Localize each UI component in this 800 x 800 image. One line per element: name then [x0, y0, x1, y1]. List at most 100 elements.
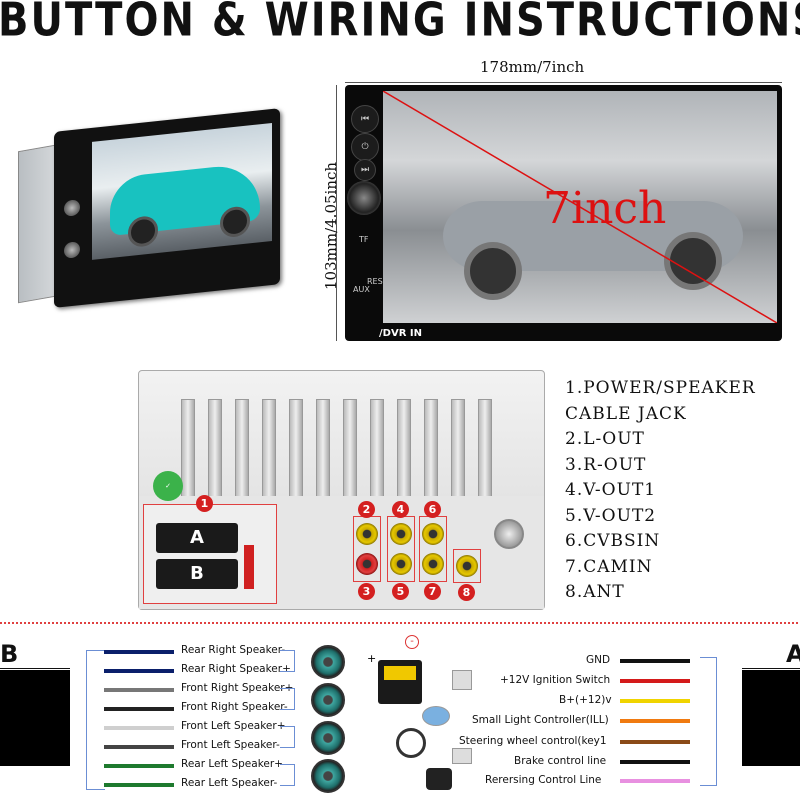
- port-badge-4: 4: [392, 501, 409, 518]
- legend-item: 2.L-OUT: [565, 429, 645, 449]
- section-divider: [0, 622, 800, 624]
- stereo-back-panel: ✓ A B 1 2 3 4 5 6 7 8: [138, 370, 545, 610]
- heatsink-fin: [478, 399, 492, 505]
- port-badge-8: 8: [458, 584, 475, 601]
- rca-port-camin: [422, 553, 444, 575]
- stereo-faceplate: [54, 108, 280, 308]
- next-track-icon: ⏭: [354, 159, 376, 181]
- wire-front-right-minus: [104, 707, 174, 711]
- small-volume-knob: [64, 199, 80, 217]
- volume-knob: [347, 181, 381, 215]
- speaker-bracket: [280, 726, 295, 748]
- wire-label: Rear Right Speaker+: [181, 663, 291, 675]
- speaker-icon: [311, 645, 345, 679]
- wire-label: Front Left Speaker-: [181, 739, 280, 751]
- brake-icon: [452, 748, 472, 764]
- legend-item: 3.R-OUT: [565, 454, 647, 475]
- port-badge-6: 6: [424, 501, 441, 518]
- connector-a: A: [156, 523, 238, 553]
- wire-label: Front Right Speaker-: [181, 701, 288, 713]
- heatsink-fin: [289, 399, 303, 505]
- width-dimension-line: [345, 82, 782, 83]
- wire-rear-left-minus: [104, 783, 174, 787]
- heatsink-fins: [181, 399, 501, 505]
- rca-port-v-out2: [390, 553, 412, 575]
- plug-a-connector: [742, 670, 800, 766]
- wire-reverse: [620, 779, 690, 783]
- port-badge-1: 1: [196, 495, 213, 512]
- page-title: BUTTON & WIRING INSTRUCTIONS: [0, 0, 800, 44]
- rca-group-6-7: [419, 516, 447, 582]
- height-dimension-line: [336, 85, 337, 341]
- heatsink-fin: [235, 399, 249, 505]
- plug-a-bracket: [700, 657, 717, 786]
- rca-port-l-out: [356, 523, 378, 545]
- wire-front-left-minus: [104, 745, 174, 749]
- legend-item: 1.POWER/SPEAKER: [565, 378, 756, 398]
- wire-steering: [620, 740, 690, 744]
- stereo-screen: [92, 122, 272, 260]
- wire-label: Steering wheel control(key1: [459, 735, 607, 747]
- speaker-icon: [311, 721, 345, 755]
- wire-front-right-plus: [104, 688, 174, 692]
- diagonal-line: [383, 91, 777, 323]
- legend-item: 5.V-OUT2: [565, 505, 657, 526]
- connector-b: B: [156, 559, 238, 589]
- steering-wheel-icon: [396, 728, 426, 758]
- rca-group-4-5: [387, 516, 415, 582]
- legend-item: 4.V-OUT1: [565, 480, 657, 500]
- reverse-camera-icon: [426, 768, 452, 790]
- width-label: 178mm/7inch: [480, 58, 585, 76]
- aux-label: AUX: [353, 285, 370, 294]
- wire-label: Rerersing Control Line: [485, 774, 602, 786]
- wire-ignition: [620, 679, 690, 683]
- wire-label: +12V Ignition Switch: [500, 674, 611, 686]
- wire-label: Rear Left Speaker+: [181, 758, 283, 770]
- heatsink-fin: [316, 399, 330, 505]
- legend-item: 6.CVBSIN: [565, 531, 661, 551]
- plug-b-bracket: [86, 650, 105, 790]
- iso-connector: A B: [143, 504, 277, 604]
- battery-minus: -: [405, 635, 419, 649]
- rca-port-r-out: [356, 553, 378, 575]
- heatsink-fin: [208, 399, 222, 505]
- port-badge-3: 3: [358, 583, 375, 600]
- plug-b-connector: [0, 670, 70, 766]
- port-badge-5: 5: [392, 583, 409, 600]
- heatsink-fin: [397, 399, 411, 505]
- stereo-front-small-image: [18, 108, 280, 310]
- wire-battery: [620, 699, 690, 703]
- wire-label: Rear Left Speaker-: [181, 777, 278, 789]
- wire-front-left-plus: [104, 726, 174, 730]
- legend-item: 8.ANT: [565, 582, 625, 602]
- plug-b-line: [0, 668, 70, 669]
- port-badge-2: 2: [358, 501, 375, 518]
- plug-a-line: [742, 668, 800, 669]
- heatsink-fin: [181, 399, 195, 505]
- battery-icon: [378, 660, 422, 704]
- heatsink-fin: [451, 399, 465, 505]
- wire-label: Rear Right Speaker-: [181, 644, 286, 656]
- speaker-bracket: [280, 650, 295, 672]
- battery-label-strip: [384, 666, 416, 680]
- plug-a-label: A: [786, 640, 800, 668]
- legend-item: CABLE JACK: [565, 403, 687, 424]
- antenna-port-box: [453, 549, 481, 583]
- wire-label: Front Left Speaker+: [181, 720, 286, 732]
- res-label: RES: [367, 277, 383, 286]
- certification-sticker-icon: ✓: [153, 471, 183, 501]
- speaker-bracket: [280, 764, 295, 786]
- wire-label: B+(+12)v: [559, 694, 612, 706]
- legend-item: 7.CAMIN: [565, 556, 653, 577]
- battery-plus: +: [367, 652, 377, 665]
- rca-group-2-3: [353, 516, 381, 582]
- wire-rear-left-plus: [104, 764, 174, 768]
- ground-screw: [494, 519, 524, 549]
- heatsink-fin: [343, 399, 357, 505]
- heatsink-fin: [424, 399, 438, 505]
- speaker-icon: [311, 683, 345, 717]
- heatsink-fin: [262, 399, 276, 505]
- ignition-key-icon: [452, 670, 472, 690]
- wire-label: Brake control line: [514, 755, 607, 767]
- wire-rear-right-plus: [104, 669, 174, 673]
